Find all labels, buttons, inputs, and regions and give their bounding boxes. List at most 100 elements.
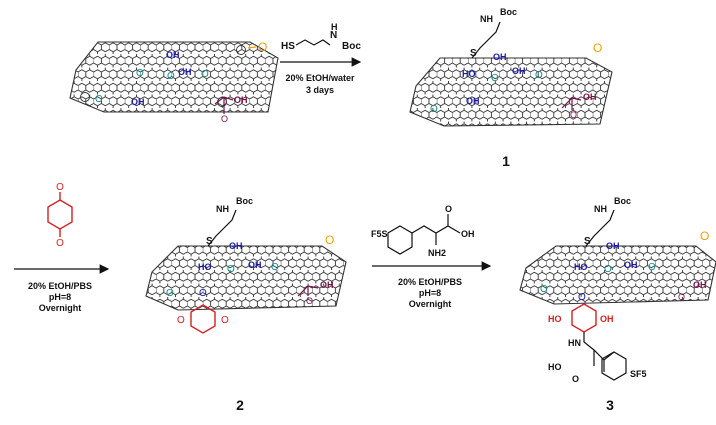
hydroxyl-label: OH bbox=[466, 96, 480, 106]
epoxide-o: O bbox=[430, 104, 438, 115]
ketone-o: O bbox=[593, 41, 602, 55]
compound-number-1: 1 bbox=[502, 153, 510, 169]
boc-amine-chain bbox=[585, 209, 615, 247]
hydroxyl-label: OH bbox=[248, 260, 262, 270]
hydroxyl-label: OH bbox=[606, 241, 620, 251]
boc-label: Boc bbox=[614, 196, 631, 206]
hydroquinone-oh: OH bbox=[600, 314, 614, 324]
phenyl-ring bbox=[387, 225, 413, 255]
compound-number-2: 2 bbox=[236, 397, 244, 413]
carboxyl-bonds bbox=[214, 96, 234, 114]
hydroxyl-label: OH bbox=[131, 97, 145, 107]
thiol-chain bbox=[295, 39, 331, 46]
aromatic-ring bbox=[80, 92, 90, 102]
step2-reagent-benzoquinone: O O bbox=[47, 182, 73, 249]
boc-nh: NH bbox=[216, 204, 229, 214]
graphene-lattice bbox=[519, 245, 716, 305]
ketone-o: O bbox=[325, 233, 334, 247]
carboxyl-o: O bbox=[306, 296, 313, 306]
carboxyl-oh: OH bbox=[320, 280, 334, 290]
epoxide-o: O bbox=[491, 73, 499, 84]
carboxyl-o: O bbox=[221, 114, 228, 124]
epoxide-o: O bbox=[166, 288, 174, 299]
sf5-label: F5S bbox=[371, 229, 388, 239]
epoxide-o: O bbox=[604, 264, 612, 275]
acid-ho: HO bbox=[548, 362, 562, 372]
conditions-step2: 20% EtOH/PBS pH=8 Overnight bbox=[28, 281, 92, 313]
hydroxyl-label: HO bbox=[198, 262, 212, 272]
boc-nh: NH bbox=[480, 14, 493, 24]
ether-o: O bbox=[199, 288, 207, 299]
amine-hn: HN bbox=[568, 338, 581, 348]
quinone-o-top: O bbox=[56, 182, 64, 193]
hydroxyl-label: OH bbox=[512, 66, 526, 76]
quinone-ring bbox=[190, 304, 216, 334]
sulfur-s: S bbox=[206, 236, 213, 247]
epoxide-o: O bbox=[136, 68, 144, 79]
carboxyl-o: O bbox=[678, 292, 685, 302]
acid-o: O bbox=[572, 374, 579, 384]
graphene-lattice bbox=[69, 41, 279, 113]
condition-line: 20% EtOH/PBS bbox=[28, 281, 92, 291]
graphene-lattice bbox=[145, 245, 347, 311]
boc-amine-chain bbox=[207, 209, 237, 247]
thiol-n: N bbox=[330, 30, 337, 41]
condition-line: 20% EtOH/PBS bbox=[398, 277, 462, 287]
epoxide-o: O bbox=[648, 262, 656, 273]
ketone-o: O bbox=[700, 229, 709, 243]
quinone-o: O bbox=[221, 315, 229, 326]
hydroxyl-label: OH bbox=[493, 52, 507, 62]
epoxide-o: O bbox=[227, 264, 235, 275]
epoxide-o: O bbox=[95, 94, 103, 105]
thiol-sh: HS bbox=[281, 41, 295, 52]
boc-amine-chain bbox=[471, 21, 501, 59]
hydroxyl-label: OH bbox=[178, 67, 192, 77]
step3-reagent-amino-acid: F5S O OH NH2 bbox=[371, 204, 475, 258]
condition-line: pH=8 bbox=[419, 288, 441, 298]
amine-nh2: NH2 bbox=[428, 248, 446, 258]
product-3: S NH Boc O OH HO OH O O O OH O O HO OH H… bbox=[519, 196, 716, 413]
hydroquinone-ring bbox=[571, 303, 597, 333]
graphene-lattice bbox=[409, 57, 613, 127]
phenyl-ring bbox=[601, 351, 627, 381]
step1-reagent: HS N H Boc bbox=[281, 22, 361, 52]
quinone-ring bbox=[47, 199, 73, 230]
hydroquinone-ho: HO bbox=[548, 314, 562, 324]
condition-line: Overnight bbox=[39, 303, 82, 313]
epoxide-o: O bbox=[167, 71, 175, 82]
boc-label: Boc bbox=[236, 196, 253, 206]
hydroxyl-label: HO bbox=[574, 262, 588, 272]
carboxyl-o: O bbox=[445, 204, 452, 214]
graphene-oxide-start: O OH OH OH O O O O OH O bbox=[69, 40, 279, 124]
hydroxyl-label: HO bbox=[462, 69, 476, 79]
carboxyl-oh: OH bbox=[234, 95, 248, 105]
condition-line: 3 days bbox=[306, 85, 334, 95]
carboxyl-oh: OH bbox=[693, 280, 707, 290]
amino-acid-chain bbox=[411, 214, 461, 245]
sulfur-s: S bbox=[584, 236, 591, 247]
carboxyl-oh: OH bbox=[583, 92, 597, 102]
ether-o: O bbox=[578, 292, 586, 303]
aromatic-ring bbox=[236, 45, 246, 55]
quinone-o-bottom: O bbox=[56, 238, 64, 249]
carboxyl-bonds bbox=[561, 97, 582, 110]
conditions-step1: 20% EtOH/water 3 days bbox=[285, 73, 355, 95]
conditions-step3: 20% EtOH/PBS pH=8 Overnight bbox=[398, 277, 462, 309]
ketone-bond bbox=[247, 46, 257, 49]
carboxyl-o: O bbox=[570, 110, 577, 120]
product-2: S NH Boc O OH HO OH O O O OH O O O O 2 bbox=[145, 196, 347, 413]
quinone-o: O bbox=[177, 315, 185, 326]
thiol-h: H bbox=[331, 22, 338, 32]
boc-label: Boc bbox=[500, 7, 517, 17]
thiol-boc: Boc bbox=[342, 41, 361, 52]
hydroxyl-label: OH bbox=[229, 241, 243, 251]
hydroxyl-label: OH bbox=[166, 50, 180, 60]
compound-number-3: 3 bbox=[606, 397, 614, 413]
ketone-o: O bbox=[258, 40, 267, 54]
condition-line: 20% EtOH/water bbox=[285, 73, 355, 83]
epoxide-o: O bbox=[540, 284, 548, 295]
sf5-label: SF5 bbox=[630, 369, 647, 379]
epoxide-o: O bbox=[271, 262, 279, 273]
product-1: S NH Boc O OH HO OH OH O O O OH O 1 bbox=[409, 7, 613, 169]
